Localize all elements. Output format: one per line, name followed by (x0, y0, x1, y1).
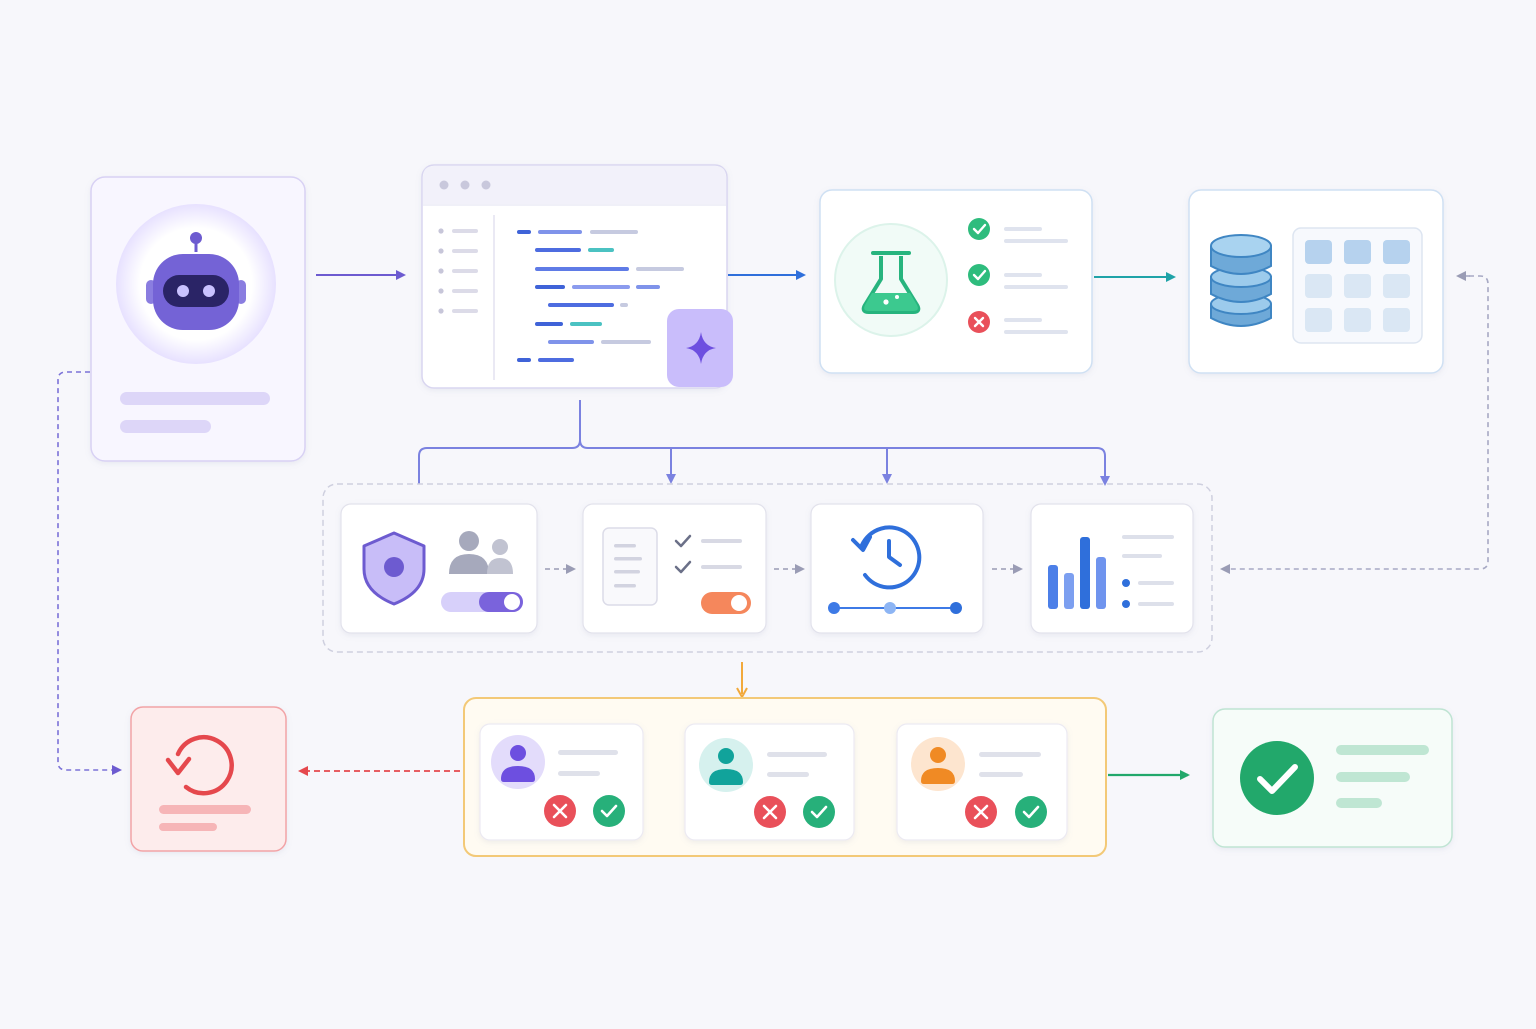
data-grid (1292, 227, 1423, 344)
users-icon (449, 531, 513, 574)
code-editor-window (421, 164, 728, 389)
user-icon (911, 737, 965, 791)
branch-connector (418, 400, 1106, 484)
loop-connector (1220, 275, 1489, 574)
test-results (968, 218, 1068, 334)
document-icon (602, 527, 658, 606)
pass-icon (968, 218, 990, 240)
pass-icon (968, 264, 990, 286)
shield-icon (362, 531, 426, 606)
undo-icon (165, 735, 234, 796)
code-lines (517, 230, 684, 362)
flask-icon (861, 251, 921, 314)
window-dot-icon (460, 180, 470, 190)
version-timeline (828, 602, 962, 614)
analytics-bar (1064, 573, 1074, 609)
bar-chart-icon (1048, 537, 1106, 609)
version-history-card (810, 503, 984, 634)
check-circle-icon (1240, 741, 1314, 815)
ai-sparkle-button[interactable] (667, 309, 733, 387)
rollback-subtitle-bar (159, 823, 217, 831)
window-dot-icon (439, 180, 449, 190)
reject-icon[interactable] (754, 796, 786, 828)
checklist-toggle[interactable] (701, 592, 751, 614)
approve-icon[interactable] (803, 796, 835, 828)
database-icon (1210, 234, 1272, 327)
success-line-bar (1336, 798, 1382, 808)
analytics-bar (1096, 557, 1106, 609)
checklist-icon (674, 534, 742, 574)
rollback-title-bar (159, 805, 251, 814)
approve-icon[interactable] (1015, 796, 1047, 828)
fail-icon (968, 311, 990, 333)
user-icon (491, 735, 545, 789)
gate-group-frame (322, 483, 1213, 653)
editor-titlebar (423, 166, 726, 204)
user-icon (699, 738, 753, 792)
window-dot-icon (481, 180, 491, 190)
success-line-bar (1336, 772, 1410, 782)
agent-title-bar (120, 392, 270, 405)
reject-icon[interactable] (965, 796, 997, 828)
history-icon (851, 525, 922, 590)
reject-icon[interactable] (544, 795, 576, 827)
sparkle-icon (686, 332, 716, 364)
analytics-bar (1080, 537, 1090, 609)
analytics-bar (1048, 565, 1058, 609)
access-toggle[interactable] (441, 592, 523, 612)
analytics-legend (1122, 535, 1174, 608)
agent-to-rollback-connector (57, 371, 122, 775)
editor-sidebar-items (438, 228, 478, 314)
robot-icon (146, 232, 246, 330)
success-title-bar (1336, 745, 1429, 755)
approve-icon[interactable] (593, 795, 625, 827)
rollback-card (130, 706, 287, 852)
tests-icon-circle (834, 223, 948, 337)
agent-subtitle-bar (120, 420, 211, 433)
connectors (57, 270, 1489, 782)
